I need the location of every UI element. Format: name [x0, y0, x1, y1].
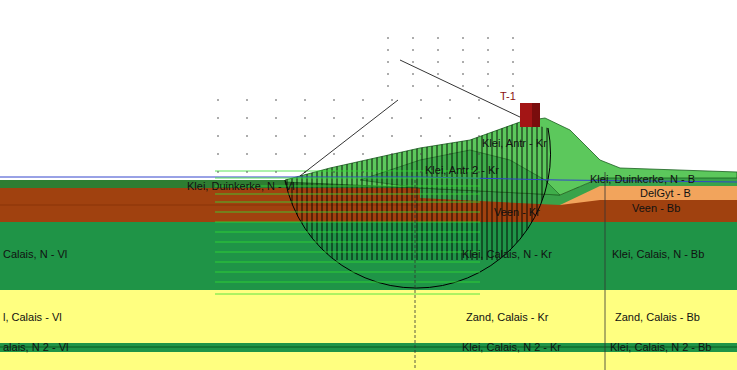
grid-dot	[487, 49, 489, 51]
grid-dot	[217, 117, 219, 119]
grid-dot	[391, 99, 393, 101]
grid-dot	[512, 73, 514, 75]
grid-dot	[478, 99, 480, 101]
grid-dot	[333, 99, 335, 101]
grid-dot	[217, 135, 219, 137]
grid-dot	[462, 37, 464, 39]
layer-label: Zand, Calais - Bb	[615, 311, 700, 323]
grid-dot	[387, 37, 389, 39]
grid-dot	[512, 85, 514, 87]
grid-dot	[437, 37, 439, 39]
layer-label: Calais, N - Vl	[3, 248, 67, 260]
grid-dot	[487, 37, 489, 39]
grid-dot	[412, 37, 414, 39]
layer-label: Klei, Duinkerke, N - Vl	[187, 180, 295, 192]
layer-label: Klei, Duinkerke, N - B	[590, 173, 695, 185]
grid-dot	[462, 73, 464, 75]
grid-dot	[362, 171, 364, 173]
grid-dot	[275, 153, 277, 155]
grid-dot	[362, 99, 364, 101]
grid-dot	[333, 171, 335, 173]
grid-dot	[462, 85, 464, 87]
grid-dot	[391, 153, 393, 155]
grid-dot	[246, 171, 248, 173]
layer-label: DelGyt - B	[640, 187, 691, 199]
grid-dot	[275, 171, 277, 173]
grid-dot	[420, 153, 422, 155]
grid-dot	[217, 171, 219, 173]
grid-dot	[362, 135, 364, 137]
grid-dot	[437, 73, 439, 75]
grid-dot	[246, 117, 248, 119]
layer-label: l, Calais - Vl	[3, 311, 62, 323]
grid-dot	[462, 49, 464, 51]
grid-dot	[512, 37, 514, 39]
grid-dot	[304, 135, 306, 137]
grid-dot	[391, 171, 393, 173]
grid-dot	[217, 153, 219, 155]
grid-dot	[275, 135, 277, 137]
grid-dot	[512, 61, 514, 63]
layer-label: Klei, Calais, N - Bb	[612, 248, 704, 260]
grid-dot	[217, 99, 219, 101]
grid-dot	[420, 99, 422, 101]
grid-dot	[449, 99, 451, 101]
grid-dot	[304, 99, 306, 101]
grid-dot	[362, 153, 364, 155]
grid-dot	[437, 85, 439, 87]
grid-dot	[333, 135, 335, 137]
layer-label: Veen - Kr	[494, 206, 540, 218]
grid-dot	[487, 85, 489, 87]
grid-dot	[246, 153, 248, 155]
grid-dot	[512, 49, 514, 51]
layer-label: Veen - Bb	[632, 202, 680, 214]
grid-dot	[420, 135, 422, 137]
grid-dot	[420, 117, 422, 119]
layer-label: alais, N 2 - Vl	[3, 341, 68, 353]
grid-dot	[246, 99, 248, 101]
grid-dot	[437, 61, 439, 63]
grid-dot	[387, 61, 389, 63]
grid-dot	[412, 73, 414, 75]
grid-dot	[478, 135, 480, 137]
grid-dot	[275, 99, 277, 101]
grid-dot	[387, 73, 389, 75]
grid-dot	[487, 61, 489, 63]
grid-dot	[304, 117, 306, 119]
grid-dot	[449, 135, 451, 137]
grid-dot	[478, 117, 480, 119]
grid-dot	[412, 85, 414, 87]
load-label: T-1	[500, 90, 516, 102]
grid-dot	[387, 49, 389, 51]
grid-dot	[333, 153, 335, 155]
grid-dot	[387, 85, 389, 87]
grid-dot	[275, 117, 277, 119]
grid-dot	[449, 153, 451, 155]
grid-dot	[412, 49, 414, 51]
layer-label: Klei, Antr 2 - Kr	[425, 164, 499, 176]
layer-label: Zand, Calais - Kr	[466, 311, 549, 323]
layer-label: Klei, Calais, N 2 - Kr	[462, 341, 561, 353]
grid-dot	[362, 117, 364, 119]
grid-dot	[391, 117, 393, 119]
grid-dot	[462, 61, 464, 63]
layer-label: Klei, Calais, N - Kr	[462, 248, 552, 260]
grid-dot	[391, 135, 393, 137]
grid-dot	[412, 61, 414, 63]
grid-dot	[333, 117, 335, 119]
grid-dot	[449, 117, 451, 119]
grid-dot	[246, 135, 248, 137]
layer-label: Klei, Antr - Kr	[482, 137, 547, 149]
grid-dot	[437, 49, 439, 51]
grid-dot	[478, 153, 480, 155]
grid-dot	[304, 153, 306, 155]
grid-dot	[487, 73, 489, 75]
grid-dot	[420, 171, 422, 173]
layer-label: Klei, Calais, N 2 - Bb	[610, 341, 711, 353]
